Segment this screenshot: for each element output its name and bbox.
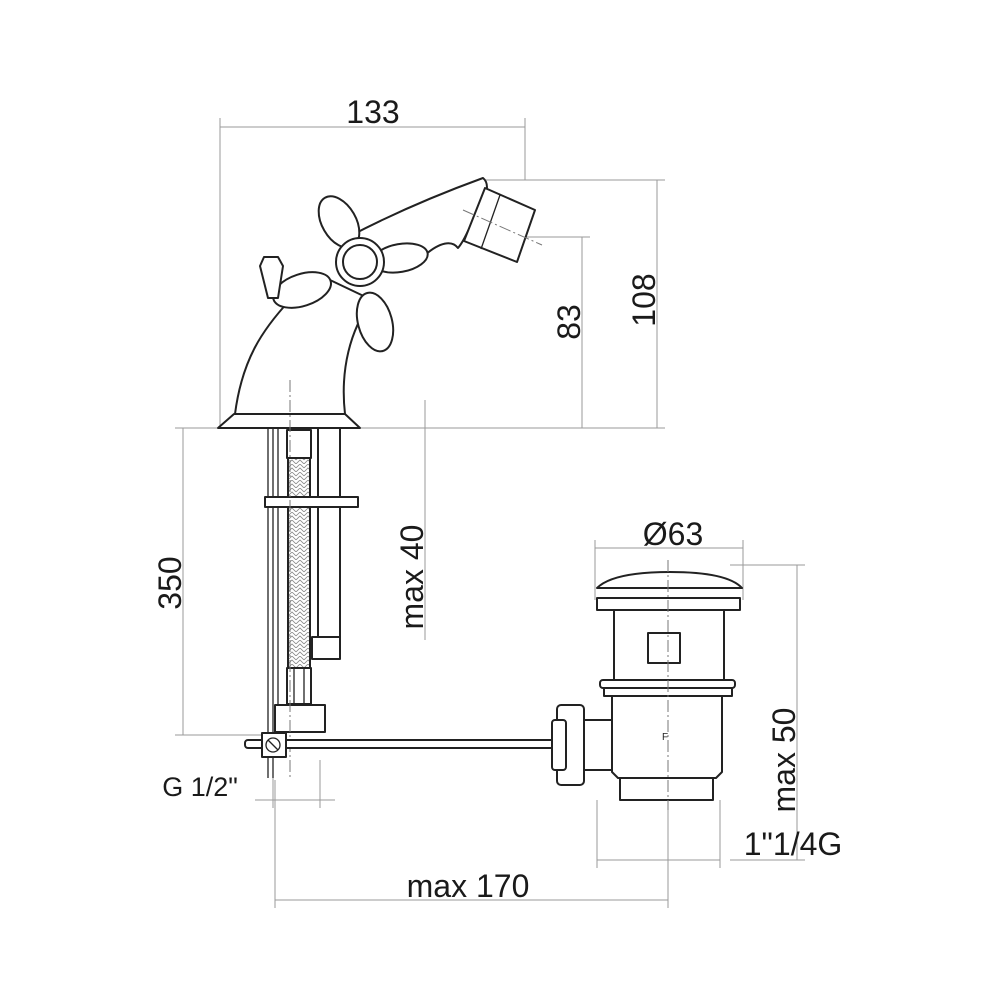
dim-label-hose-length: 350 — [152, 556, 188, 609]
dim-label-total-height: 108 — [626, 273, 662, 326]
dim-label-spout-height: 83 — [551, 304, 587, 340]
dim-label-drain-thickness: max 50 — [766, 708, 802, 813]
dimension-lines — [175, 118, 805, 908]
cross-handle — [259, 195, 429, 353]
lever-knob — [259, 256, 284, 299]
drain-waste: F — [596, 560, 743, 810]
dim-label-drain-thread: 1"1/4G — [744, 826, 843, 862]
dim-label-width: 133 — [346, 94, 399, 130]
dim-label-drain-diameter: Ø63 — [643, 516, 703, 552]
svg-text:F: F — [662, 732, 668, 743]
popup-rod — [244, 704, 613, 786]
spout-nozzle — [463, 187, 536, 263]
dim-label-deck-thickness: max 40 — [394, 525, 430, 630]
faucet-body — [217, 177, 543, 429]
dim-label-rod-length: max 170 — [407, 868, 530, 904]
dim-label-inlet-thread: G 1/2" — [162, 772, 238, 802]
supply-pipes — [264, 380, 359, 780]
